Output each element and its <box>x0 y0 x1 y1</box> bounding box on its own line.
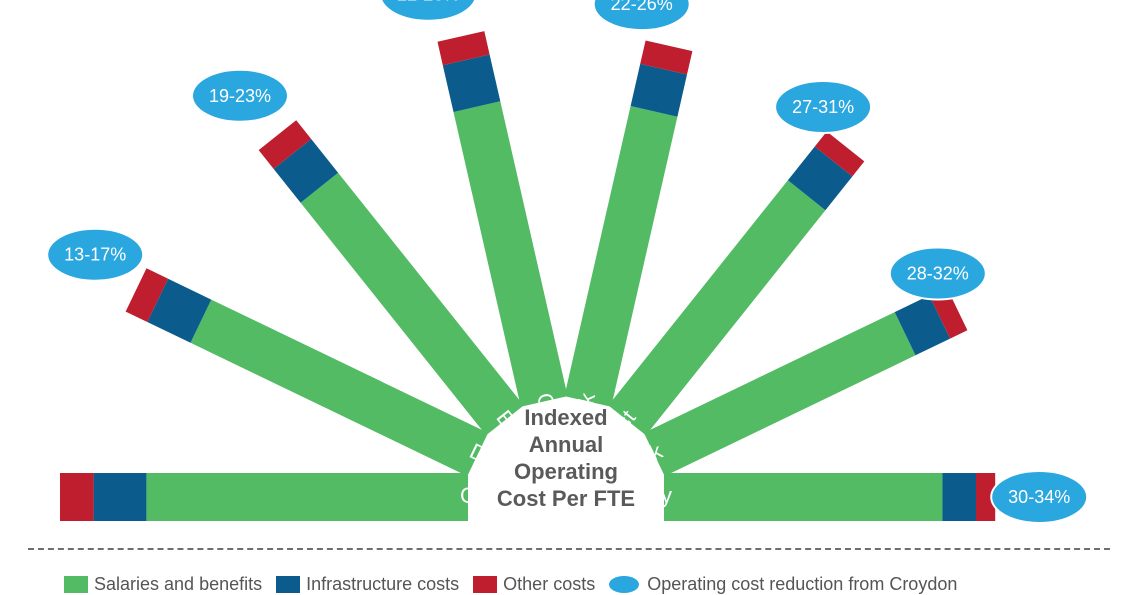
reduction-label-glasgow: 22-26% <box>397 0 459 5</box>
legend-swatch-reduction <box>609 576 640 593</box>
bar-infrastructure-costs-belfast <box>787 146 853 211</box>
reduction-badge-edinburgh <box>191 68 289 123</box>
legend-label-reduction: Operating cost reduction from Croydon <box>647 574 958 594</box>
center-title-line-2: Annual <box>529 432 604 457</box>
legend-label-infrastructure: Infrastructure costs <box>306 574 460 594</box>
bar-other-costs-edinburgh <box>258 120 312 169</box>
legend-item-reduction: Operating cost reduction from Croydon <box>609 574 957 595</box>
legend-label-other: Other costs <box>503 574 596 594</box>
bar-infrastructure-costs-limerick <box>894 295 951 356</box>
bar-other-costs-dublin <box>125 268 169 322</box>
chart-legend: Salaries and benefits Infrastructure cos… <box>64 574 971 595</box>
reduction-badge-belfast <box>774 80 873 134</box>
legend-swatch-infrastructure <box>276 576 301 593</box>
reduction-label-dublin: 13-17% <box>64 245 126 265</box>
legend-item-other: Other costs <box>473 574 595 595</box>
bar-infrastructure-costs-edinburgh <box>273 139 339 203</box>
bar-salaries-and-benefits-croydon <box>146 473 468 521</box>
center-semicircle <box>468 399 664 497</box>
bar-infrastructure-costs-cork <box>630 63 687 117</box>
bar-salaries-and-benefits-belfast <box>608 180 826 436</box>
radial-bar-chart: CroydonDublin13-17%Edinburgh19-23%Glasgo… <box>46 0 1089 524</box>
reduction-label-edinburgh: 19-23% <box>209 86 271 106</box>
bar-infrastructure-costs-croydon <box>93 473 147 521</box>
bar-infrastructure-costs-derry <box>942 473 976 521</box>
legend-divider <box>28 548 1110 550</box>
bar-salaries-and-benefits-dublin <box>190 299 489 477</box>
legend-swatch-salaries <box>64 576 88 593</box>
center-title-line-3: Operating <box>514 459 618 484</box>
reduction-badge-derry <box>990 470 1089 524</box>
bar-other-costs-croydon <box>60 473 94 521</box>
bar-infrastructure-costs-dublin <box>147 278 212 343</box>
reduction-label-limerick: 28-32% <box>907 264 969 284</box>
reduction-label-derry: 30-34% <box>1008 487 1070 507</box>
legend-label-salaries: Salaries and benefits <box>94 574 263 594</box>
center-title-line-1: Indexed <box>524 405 607 430</box>
center-title-line-4: Cost Per FTE <box>497 486 635 511</box>
bar-other-costs-derry <box>976 473 996 521</box>
bar-infrastructure-costs-glasgow <box>442 54 501 112</box>
reduction-badge-glasgow <box>380 0 477 22</box>
legend-swatch-other <box>473 576 498 593</box>
bar-salaries-and-benefits-edinburgh <box>300 172 524 436</box>
bar-other-costs-glasgow <box>437 31 490 66</box>
bar-other-costs-cork <box>640 40 693 75</box>
reduction-badge-dublin <box>46 227 145 282</box>
reduction-label-cork: 22-26% <box>611 0 673 14</box>
bar-salaries-and-benefits-glasgow <box>453 101 568 407</box>
legend-item-salaries: Salaries and benefits <box>64 574 262 595</box>
bar-salaries-and-benefits-derry <box>664 473 943 521</box>
bar-salaries-and-benefits-limerick <box>643 312 916 477</box>
reduction-badge-cork <box>592 0 691 32</box>
reduction-badge-limerick <box>888 246 987 301</box>
reduction-label-belfast: 27-31% <box>792 97 854 117</box>
legend-item-infrastructure: Infrastructure costs <box>276 574 459 595</box>
bar-salaries-and-benefits-cork <box>564 106 678 407</box>
bar-other-costs-belfast <box>814 131 865 177</box>
